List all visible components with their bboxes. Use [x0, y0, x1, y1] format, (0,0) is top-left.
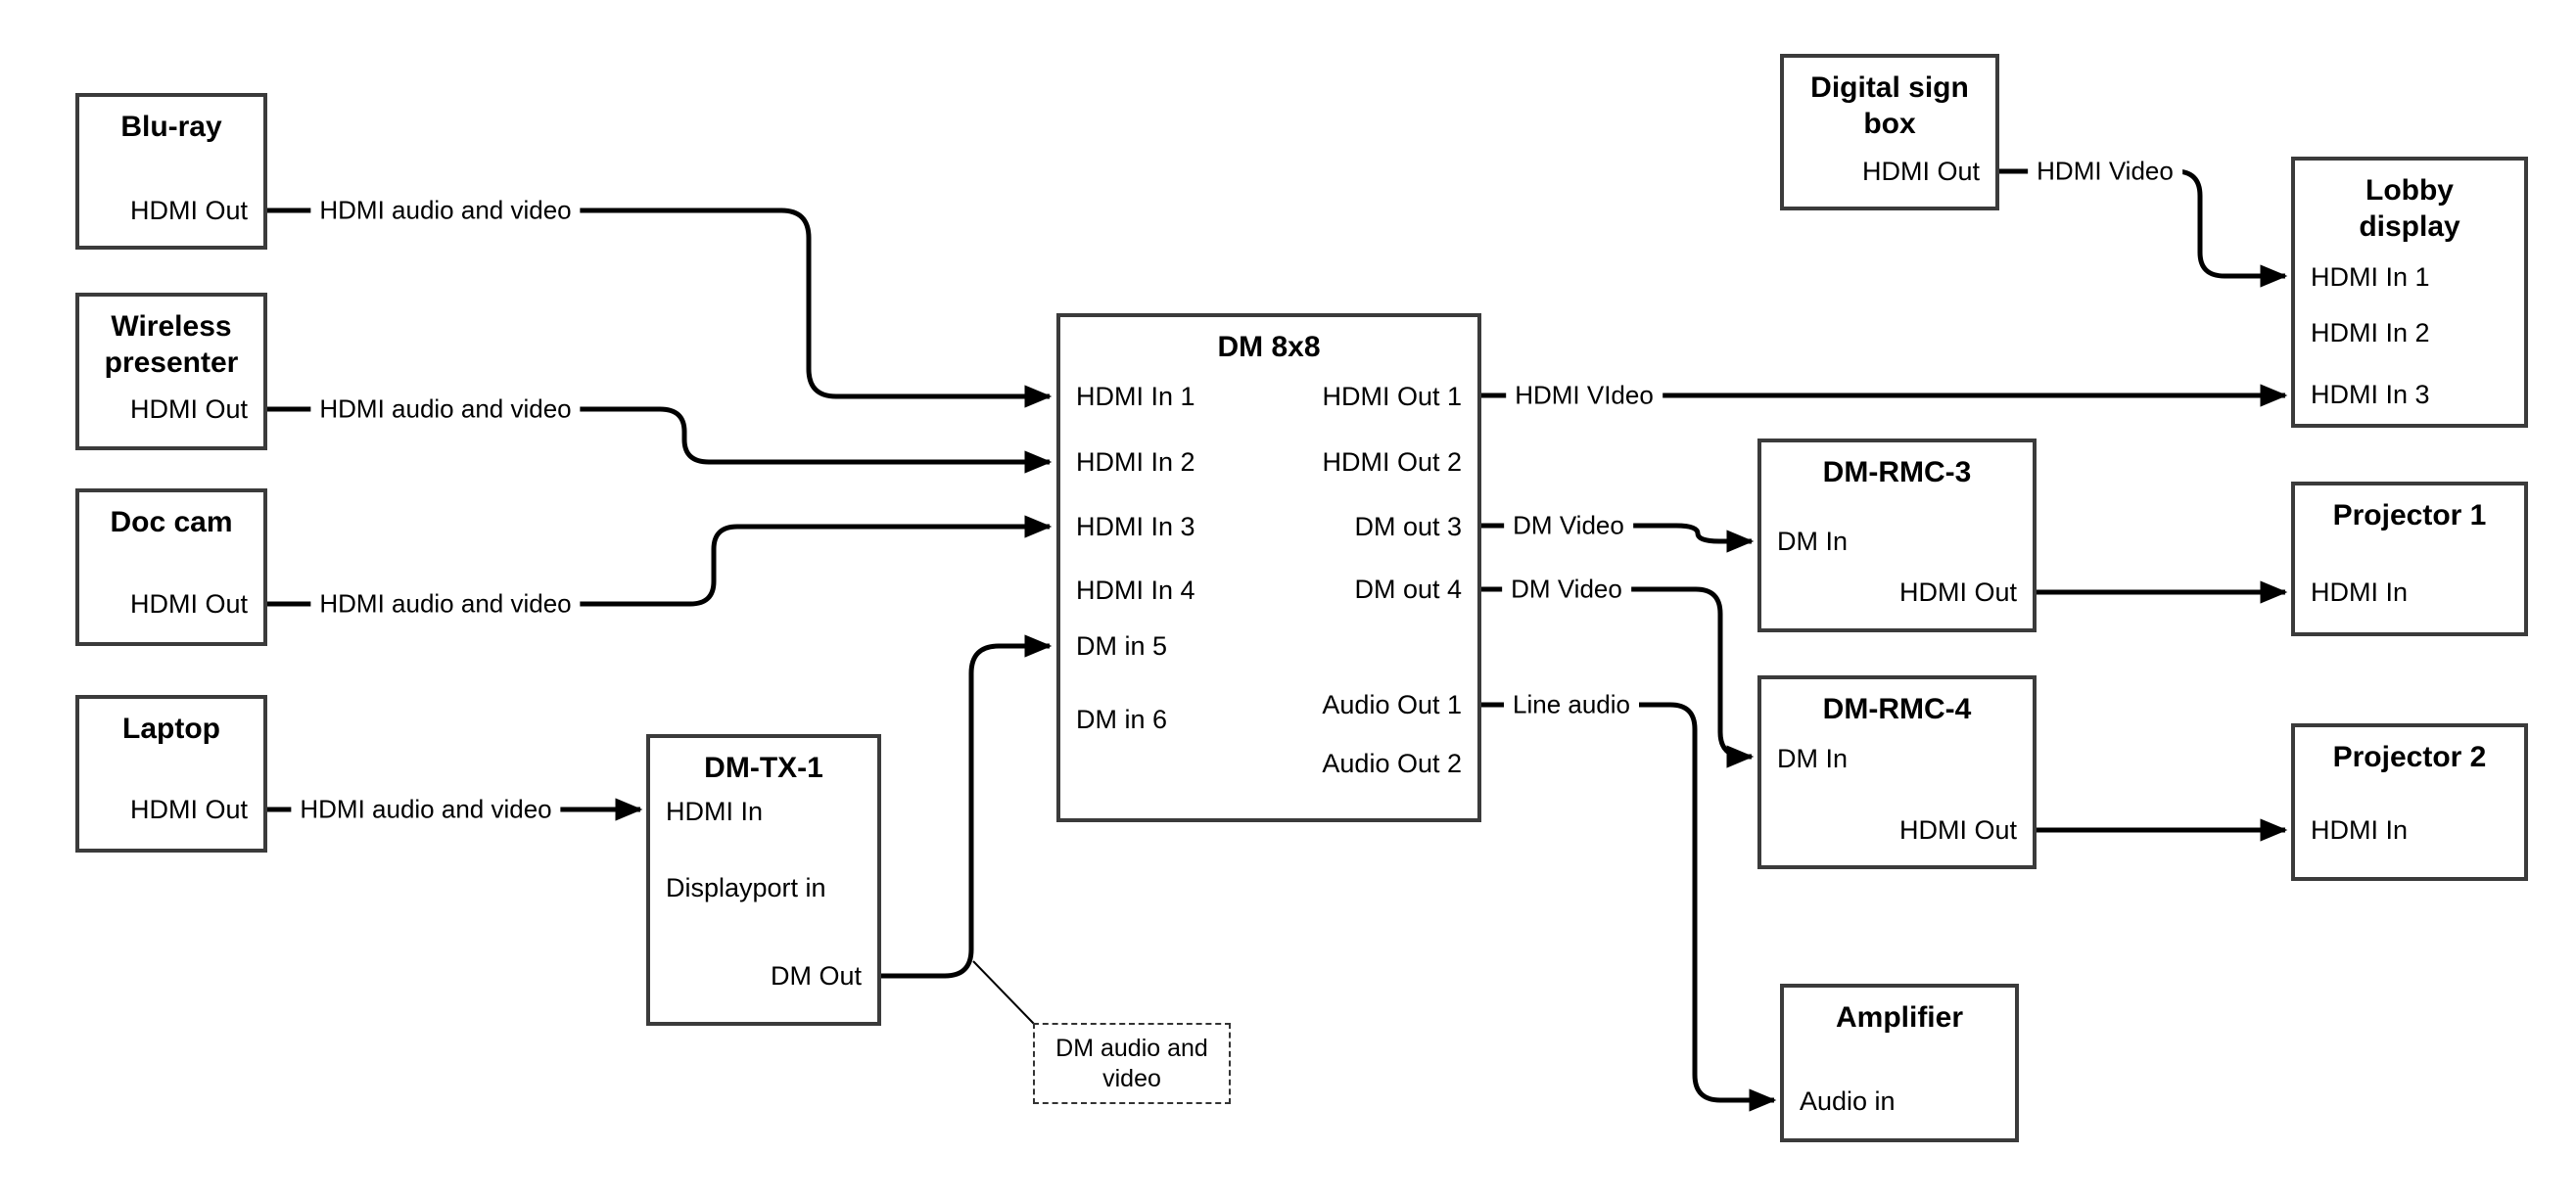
port-dm8x8-hdmi-in-2: HDMI In 2 [1076, 447, 1195, 477]
wire-label-doccam: HDMI audio and video [310, 588, 581, 620]
port-rmc3-hdmi-out: HDMI Out [1898, 577, 2017, 607]
port-dm8x8-dm-in-6: DM in 6 [1076, 705, 1168, 734]
port-projector2-hdmi-in: HDMI In [2311, 815, 2409, 845]
node-blu-ray-title: Blu-ray [120, 111, 222, 143]
node-doc-cam-title: Doc cam [110, 506, 233, 538]
port-dm8x8-hdmi-in-4: HDMI In 4 [1076, 576, 1195, 605]
wire-label-dm-video-3: DM Video [1504, 510, 1633, 541]
node-laptop-title: Laptop [122, 713, 220, 745]
wire-doccam-to-dm8x8-hdmi-in-3 [267, 515, 1053, 607]
port-dm8x8-audio-out-2: Audio Out 2 [1322, 749, 1462, 778]
node-dm-rmc-3: DM-RMC-3 DM In HDMI Out [1757, 439, 2037, 632]
wire-label-wireless: HDMI audio and video [310, 393, 581, 425]
wire-dm8x8-audioout1-to-amplifier [1481, 702, 1777, 1112]
port-bluray-hdmi-out: HDMI Out [129, 196, 248, 225]
port-dm8x8-hdmi-in-1: HDMI In 1 [1076, 382, 1195, 411]
port-lobby-hdmi-in-1: HDMI In 1 [2311, 262, 2430, 292]
port-laptop-hdmi-out: HDMI Out [129, 795, 248, 824]
node-lobby-display: Lobby display HDMI In 1 HDMI In 2 HDMI I… [2291, 157, 2528, 428]
port-dm8x8-dm-in-5: DM in 5 [1076, 631, 1168, 661]
port-dm8x8-hdmi-in-3: HDMI In 3 [1076, 512, 1195, 541]
port-lobby-hdmi-in-2: HDMI In 2 [2311, 318, 2430, 347]
node-digital-sign-box-title: Digital sign box [1810, 71, 1969, 140]
node-projector-2: Projector 2 HDMI In [2291, 723, 2528, 881]
port-dm8x8-audio-out-1: Audio Out 1 [1322, 690, 1462, 719]
port-dm8x8-hdmi-out-1: HDMI Out 1 [1322, 382, 1462, 411]
node-amplifier-title: Amplifier [1835, 1001, 1964, 1034]
node-wireless-presenter: Wireless presenter HDMI Out [75, 293, 267, 450]
node-dm-tx-1: DM-TX-1 HDMI In Displayport in DM Out [646, 734, 881, 1026]
node-laptop: Laptop HDMI Out [75, 695, 267, 853]
port-dmtx1-displayport-in: Displayport in [666, 873, 826, 902]
node-digital-sign-box: Digital sign box HDMI Out [1780, 54, 1999, 210]
wire-dm8x8-dmout3-to-rmc3-dm-in [1481, 523, 1755, 553]
callout-dm-audio-video: DM audio and video [1033, 1023, 1231, 1104]
port-dm8x8-hdmi-out-2: HDMI Out 2 [1322, 447, 1462, 477]
port-doccam-hdmi-out: HDMI Out [129, 589, 248, 619]
port-rmc4-hdmi-out: HDMI Out [1898, 815, 2017, 845]
port-dm8x8-dm-out-3: DM out 3 [1354, 512, 1462, 541]
wire-wireless-to-dm8x8-hdmi-in-2 [267, 406, 1053, 474]
node-dm-8x8: DM 8x8 HDMI In 1 HDMI In 2 HDMI In 3 HDM… [1056, 313, 1481, 822]
node-dm-rmc-4: DM-RMC-4 DM In HDMI Out [1757, 675, 2037, 869]
callout-pointer-line [972, 960, 1035, 1025]
wire-label-hdmi-video-out1: HDMI VIdeo [1506, 380, 1663, 411]
node-lobby-display-title: Lobby display [2359, 174, 2460, 243]
node-blu-ray: Blu-ray HDMI Out [75, 93, 267, 250]
node-amplifier: Amplifier Audio in [1780, 984, 2019, 1142]
port-sign-hdmi-out: HDMI Out [1861, 157, 1980, 186]
node-dm-8x8-title: DM 8x8 [1217, 331, 1321, 363]
wire-label-bluray: HDMI audio and video [310, 195, 581, 226]
wire-sign-to-lobby-hdmi-in-1 [1999, 168, 2288, 288]
port-rmc4-dm-in: DM In [1777, 744, 1849, 773]
wire-label-hdmi-video-sign: HDMI Video [2028, 156, 2182, 187]
node-projector-2-title: Projector 2 [2332, 741, 2487, 773]
wire-label-line-audio: Line audio [1504, 689, 1639, 720]
node-projector-1-title: Projector 1 [2332, 499, 2487, 531]
wire-bluray-to-dm8x8-hdmi-in-1 [267, 208, 1053, 408]
node-projector-1: Projector 1 HDMI In [2291, 482, 2528, 636]
port-projector1-hdmi-in: HDMI In [2311, 577, 2409, 607]
port-dm8x8-dm-out-4: DM out 4 [1354, 575, 1462, 604]
port-rmc3-dm-in: DM In [1777, 527, 1849, 556]
node-doc-cam: Doc cam HDMI Out [75, 488, 267, 646]
port-amplifier-audio-in: Audio in [1800, 1086, 1896, 1116]
wire-dm8x8-dmout4-to-rmc4-dm-in [1481, 586, 1755, 768]
port-wireless-hdmi-out: HDMI Out [129, 394, 248, 424]
wire-label-dm-video-4: DM Video [1502, 574, 1631, 605]
port-lobby-hdmi-in-3: HDMI In 3 [2311, 380, 2430, 409]
wire-dmtx1-dmout-to-dm8x8-dm-in-5 [881, 634, 1053, 979]
port-dmtx1-hdmi-in: HDMI In [666, 797, 764, 826]
node-dm-rmc-3-title: DM-RMC-3 [1822, 456, 1972, 488]
node-dm-rmc-4-title: DM-RMC-4 [1822, 693, 1972, 725]
node-dm-tx-1-title: DM-TX-1 [704, 752, 823, 784]
port-dmtx1-dm-out: DM Out [770, 961, 862, 991]
wire-label-laptop: HDMI audio and video [291, 794, 561, 825]
node-wireless-presenter-title: Wireless presenter [104, 310, 239, 379]
